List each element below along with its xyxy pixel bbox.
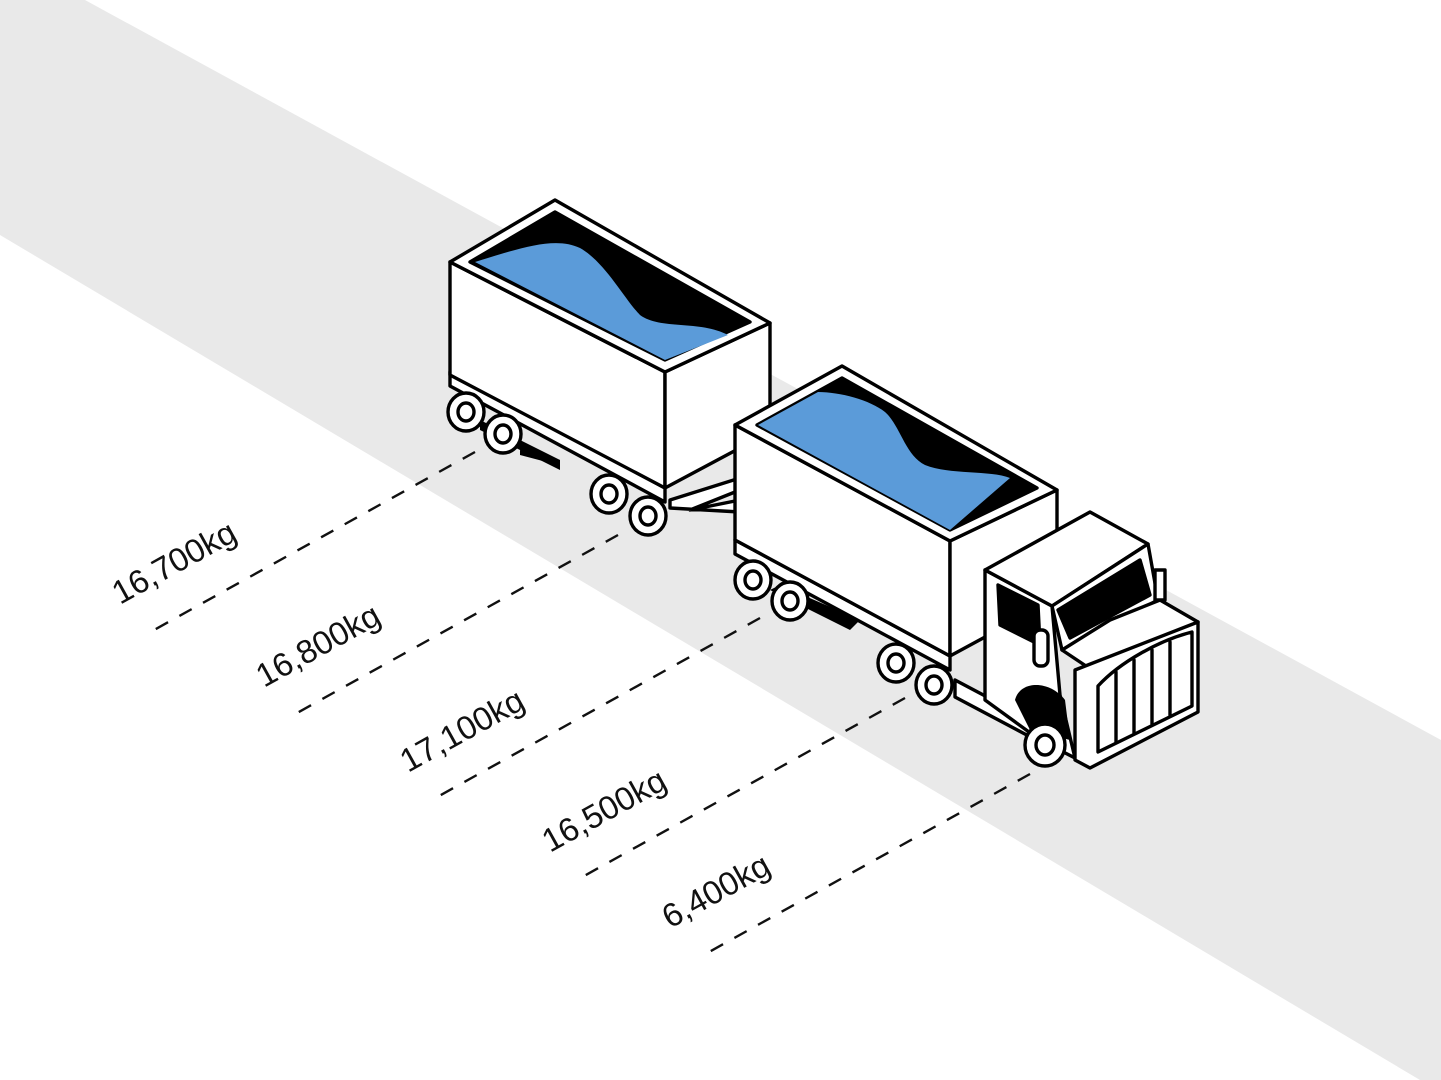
axle-load-label-2: 16,800kg bbox=[249, 596, 386, 694]
axle-load-label-1: 16,700kg bbox=[105, 513, 242, 611]
rear-trailer-load bbox=[475, 243, 728, 360]
rear-trailer-rear-wheels bbox=[446, 391, 523, 455]
axle-load-label-4: 16,500kg bbox=[535, 761, 672, 859]
leader-line-4 bbox=[574, 696, 906, 883]
leader-line-2 bbox=[287, 533, 619, 720]
leader-lines bbox=[144, 450, 1031, 959]
prime-mover bbox=[876, 510, 1200, 770]
leader-line-3 bbox=[429, 616, 761, 803]
lead-trailer-load bbox=[758, 392, 1010, 530]
side-mirror bbox=[1032, 628, 1050, 668]
rear-trailer-front-wheels bbox=[589, 473, 668, 537]
axle-load-label-3: 17,100kg bbox=[393, 681, 530, 779]
steer-wheel bbox=[1023, 722, 1067, 768]
windshield bbox=[1056, 558, 1152, 640]
drive-wheels bbox=[876, 642, 954, 706]
leader-line-5 bbox=[699, 772, 1031, 959]
exhaust-stack bbox=[1153, 568, 1167, 602]
axle-load-label-5: 6,400kg bbox=[655, 846, 776, 935]
lead-trailer-wheels bbox=[733, 559, 810, 622]
leader-line-1 bbox=[144, 450, 476, 637]
rear-trailer bbox=[446, 198, 772, 537]
